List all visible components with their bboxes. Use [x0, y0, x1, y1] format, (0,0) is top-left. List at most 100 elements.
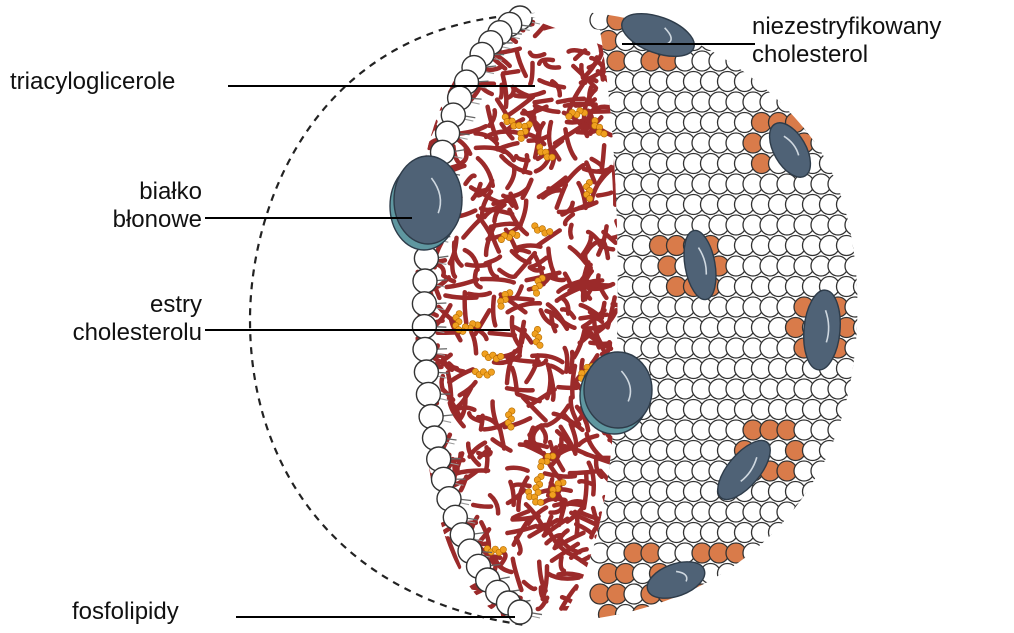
triacylglycerol-chain	[436, 90, 447, 97]
triacylglycerol-chain	[602, 145, 605, 171]
phospholipid-head	[803, 72, 823, 92]
phospholipid-head	[845, 297, 865, 317]
phospholipid-head	[820, 564, 840, 584]
phospholipid-head	[837, 359, 857, 379]
label-free-cholesterol-line2: cholesterol	[752, 41, 941, 69]
triacylglycerol-chain	[513, 559, 522, 590]
triacylglycerol-chain	[452, 258, 455, 277]
phospholipid-head	[845, 461, 865, 481]
phospholipid-head	[837, 482, 857, 502]
phospholipid-head	[845, 215, 865, 235]
phospholipid-head	[718, 31, 738, 51]
phospholipid-head	[854, 564, 874, 584]
triacylglycerol-chain	[486, 257, 500, 264]
phospholipid-head	[845, 256, 865, 276]
phospholipid-head	[803, 113, 823, 133]
phospholipid-head	[777, 502, 797, 522]
phospholipid-head	[828, 420, 848, 440]
phospholipid-head	[854, 605, 874, 625]
triacylglycerol-chain	[498, 143, 518, 149]
triacylglycerol-chain	[431, 52, 451, 55]
phospholipid-head	[616, 605, 636, 625]
triacylglycerol-chain	[565, 214, 573, 224]
phospholipid-head	[413, 337, 437, 361]
phospholipid-head	[803, 482, 823, 502]
phospholipid-head	[412, 292, 436, 316]
phospholipid-head	[845, 338, 865, 358]
phospholipid-head	[416, 382, 440, 406]
triacylglycerol-chain	[438, 44, 447, 60]
phospholipid-head	[743, 543, 763, 563]
triacylglycerol-chain	[436, 558, 440, 576]
label-cholesterol-esters-line2: cholesterolu	[73, 319, 202, 347]
triacylglycerol-chain	[461, 149, 466, 163]
phospholipid-head	[854, 236, 874, 256]
phospholipid-head	[854, 113, 874, 133]
phospholipid-head	[423, 426, 447, 450]
triacylglycerol-chain	[489, 263, 497, 277]
triacylglycerol-chain	[433, 58, 437, 85]
phospholipid-head	[794, 92, 814, 112]
triacylglycerol-chain	[570, 471, 601, 473]
triacylglycerol-chain	[422, 40, 445, 60]
label-cholesterol-esters: estry cholesterolu	[73, 291, 202, 347]
triacylglycerol-chain	[614, 172, 615, 205]
phospholipid-head	[811, 584, 831, 604]
triacylglycerol-chain	[530, 53, 544, 57]
phospholipid-head	[837, 236, 857, 256]
phospholipid-head	[760, 543, 780, 563]
triacylglycerol-chain	[430, 122, 435, 135]
phospholipid-head	[845, 379, 865, 399]
triacylglycerol-chain	[507, 167, 514, 188]
phospholipid-head	[820, 154, 840, 174]
triacylglycerol-chain	[579, 481, 593, 484]
phospholipid-head	[794, 502, 814, 522]
triacylglycerol-chain	[584, 169, 609, 172]
triacylglycerol-chain	[436, 575, 451, 576]
triacylglycerol-chain	[421, 503, 434, 525]
triacylglycerol-chain	[462, 31, 473, 41]
phospholipid-head	[413, 269, 437, 293]
triacylglycerol-chain	[421, 520, 430, 541]
phospholipid-head	[811, 461, 831, 481]
phospholipid-head	[414, 360, 438, 384]
triacylglycerol-chain	[547, 365, 550, 398]
phospholipid-head	[786, 564, 806, 584]
phospholipid-head	[828, 174, 848, 194]
phospholipid-head	[854, 72, 874, 92]
phospholipid-head	[854, 359, 874, 379]
triacylglycerol-chain	[436, 38, 460, 43]
phospholipid-head	[811, 502, 831, 522]
phospholipid-head	[837, 605, 857, 625]
phospholipid-head	[508, 600, 532, 624]
phospholipid-head	[820, 605, 840, 625]
phospholipid-head	[760, 584, 780, 604]
phospholipid-head	[769, 523, 789, 543]
triacylglycerol-chain	[490, 333, 515, 335]
phospholipid-head	[820, 441, 840, 461]
triacylglycerol-chain	[438, 545, 449, 566]
phospholipid-head	[828, 133, 848, 153]
free-cholesterol	[735, 564, 755, 584]
phospholipid-head	[837, 400, 857, 420]
label-phospholipids: fosfolipidy	[72, 598, 179, 626]
phospholipid-head	[845, 133, 865, 153]
triacylglycerol-chain	[551, 366, 563, 373]
triacylglycerol-chain	[473, 505, 491, 507]
phospholipid-head	[811, 543, 831, 563]
phospholipid-head	[828, 584, 848, 604]
phospholipid-head	[684, 605, 704, 625]
triacylglycerol-chain	[503, 71, 518, 73]
triacylglycerol-chain	[518, 394, 540, 401]
triacylglycerol-chain	[545, 62, 559, 68]
phospholipid-head	[854, 154, 874, 174]
phospholipid-head	[726, 51, 746, 71]
free-cholesterol	[726, 584, 746, 604]
triacylglycerol-chain	[424, 572, 439, 585]
phospholipid-head	[828, 502, 848, 522]
label-cholesterol-esters-line1: estry	[73, 291, 202, 319]
triacylglycerol-chain	[589, 463, 594, 495]
phospholipid-head	[726, 10, 746, 30]
triacylglycerol-chain	[516, 246, 540, 248]
